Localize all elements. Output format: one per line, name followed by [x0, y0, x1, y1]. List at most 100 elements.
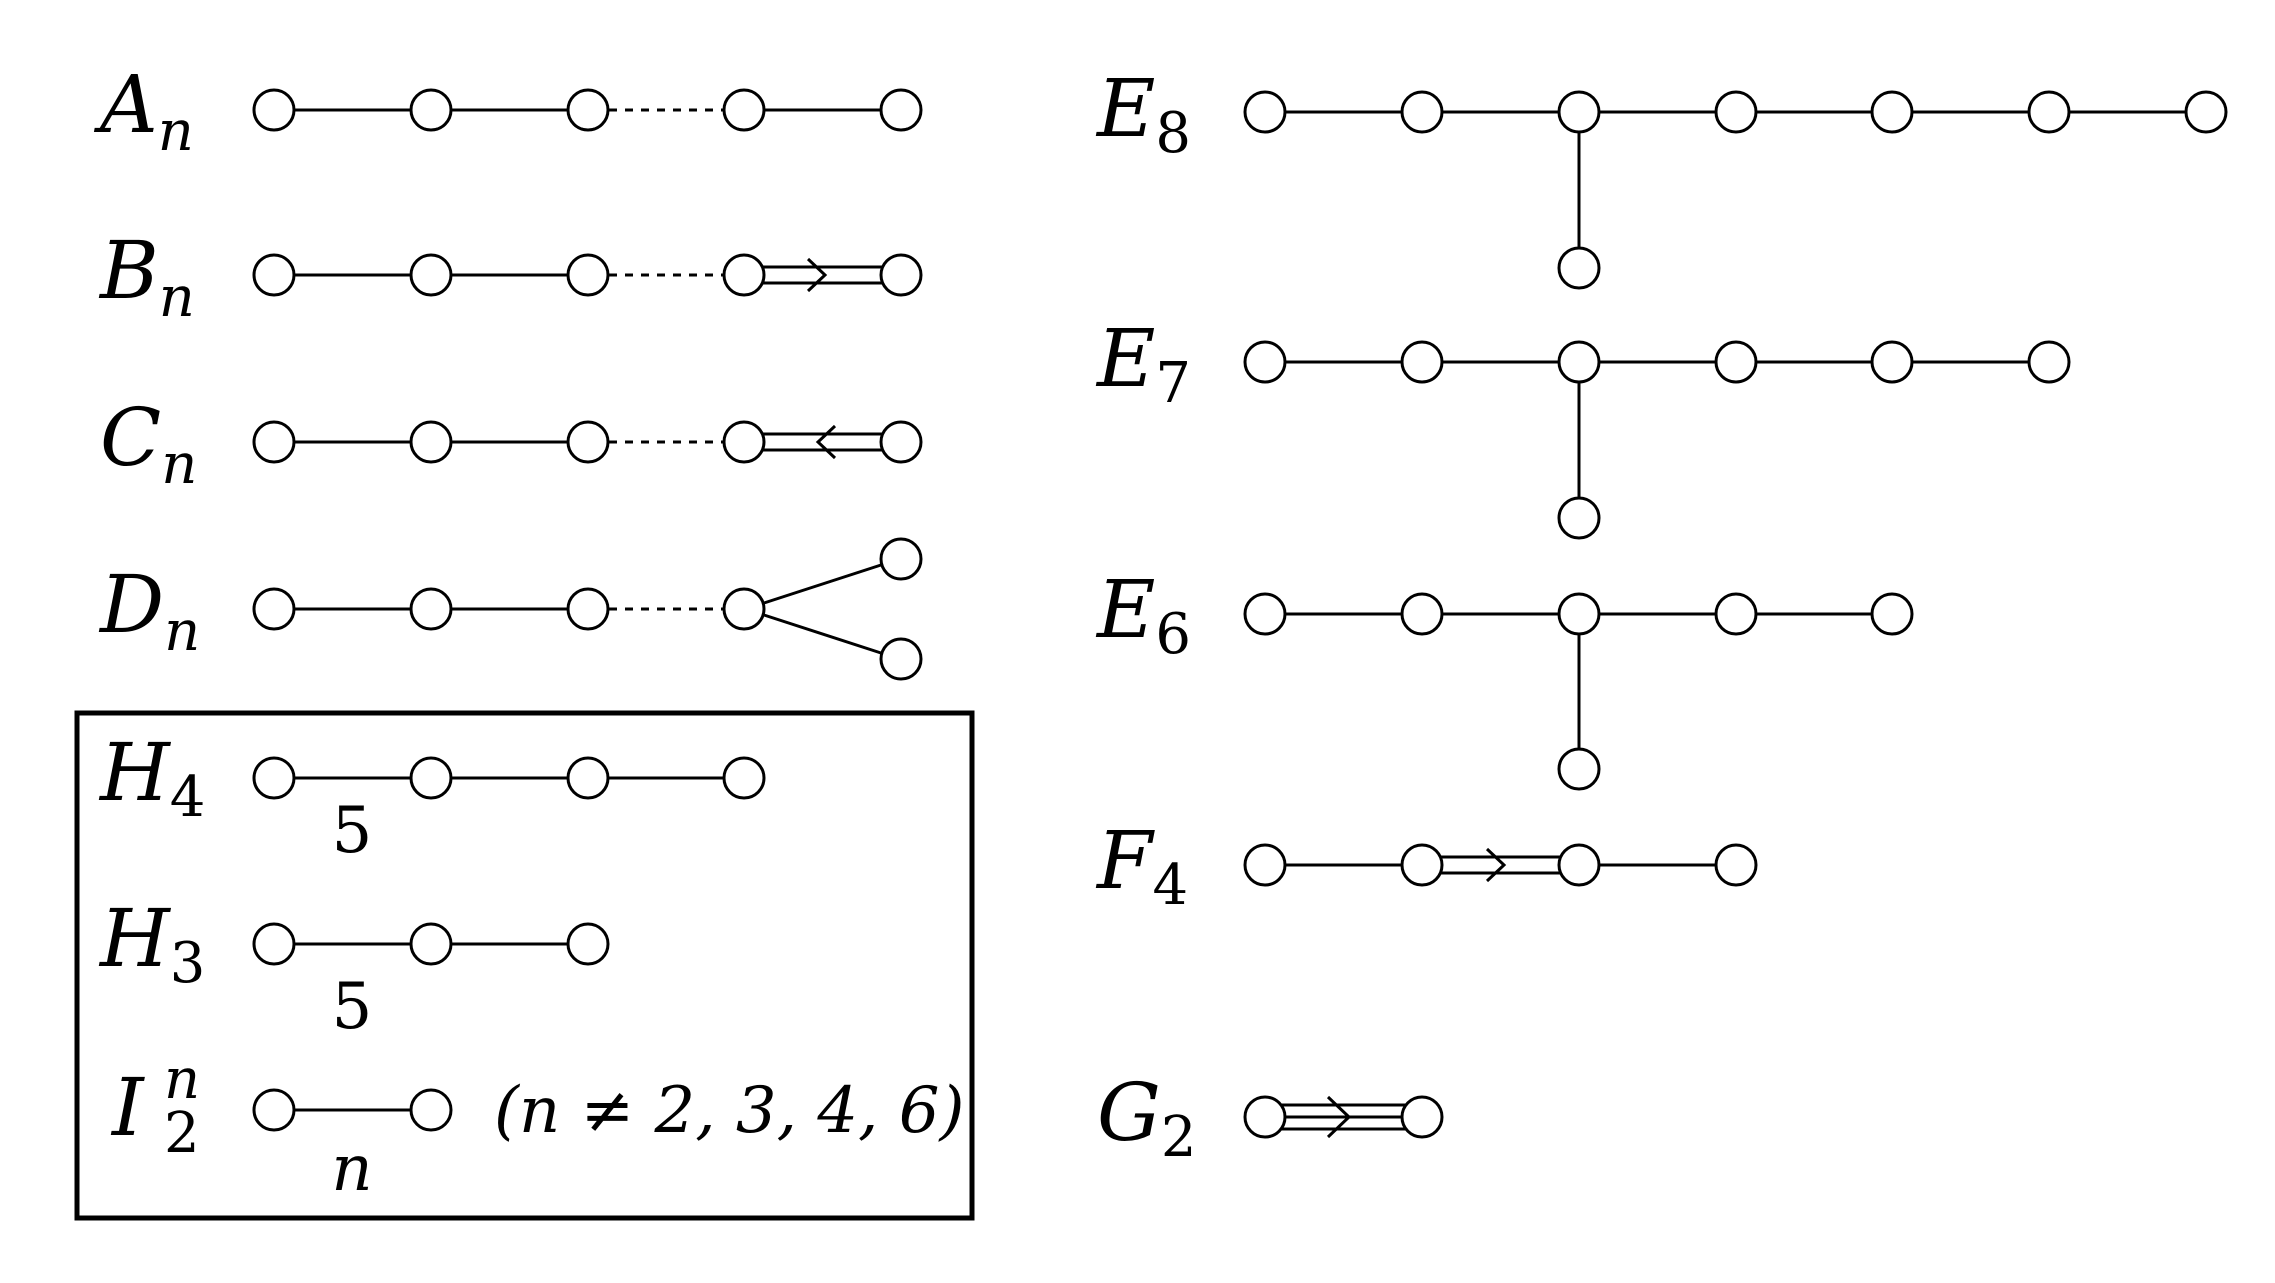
node: [409, 587, 453, 631]
branch-edge: [763, 563, 882, 605]
diagram-b-n: Bn: [98, 224, 923, 330]
node: [1400, 1095, 1444, 1139]
label-i2-sup: n: [164, 1047, 200, 1112]
node: [2027, 90, 2071, 134]
label-e6-sub: 6: [1155, 602, 1191, 667]
arrow-right-icon: [806, 257, 828, 293]
diagram-h-4: H4 5: [98, 726, 766, 868]
diagram-i-2-n: I n 2 n (n ≠ 2, 3, 4, 6): [110, 1047, 964, 1206]
svg-text:F4: F4: [1095, 814, 1188, 918]
node: [252, 88, 296, 132]
node: [2027, 340, 2071, 384]
label-b-sub: n: [159, 265, 195, 330]
node: [1557, 246, 1601, 290]
node: [409, 420, 453, 464]
branch-edge: [763, 613, 882, 655]
node: [1400, 592, 1444, 636]
label-c-letter: C: [100, 391, 161, 484]
arrow-right-icon: [1326, 1095, 1352, 1139]
diagram-e-8: E8: [1095, 62, 2228, 290]
node: [252, 756, 296, 800]
node: [1714, 592, 1758, 636]
node: [879, 537, 923, 581]
node: [1714, 90, 1758, 134]
node: [722, 88, 766, 132]
svg-text:An: An: [93, 58, 194, 164]
node: [1557, 747, 1601, 791]
node: [1557, 592, 1601, 636]
node: [1714, 843, 1758, 887]
node: [252, 253, 296, 297]
node: [2184, 90, 2228, 134]
svg-text:E8: E8: [1095, 62, 1191, 166]
diagram-g-2: G2: [1097, 1066, 1444, 1170]
node: [566, 88, 610, 132]
label-a-letter: A: [93, 58, 158, 151]
label-e7-letter: E: [1095, 312, 1155, 405]
svg-text:E7: E7: [1095, 312, 1191, 416]
node: [1714, 340, 1758, 384]
diagram-e-6: E6: [1095, 563, 1914, 791]
node: [879, 253, 923, 297]
diagram-h-3: H3 5: [98, 892, 610, 1044]
label-h4-sub: 4: [170, 765, 206, 830]
non-crystallographic-box: [74, 710, 975, 1221]
node: [1870, 90, 1914, 134]
node: [1400, 90, 1444, 134]
node: [566, 756, 610, 800]
node: [1243, 843, 1287, 887]
edge-label-i2: n: [331, 1132, 372, 1206]
label-h3-letter: H: [98, 892, 172, 985]
node: [722, 420, 766, 464]
svg-text:G2: G2: [1097, 1066, 1197, 1170]
node: [252, 1088, 296, 1132]
edge-label-h4: 5: [332, 794, 373, 868]
node: [1243, 1095, 1287, 1139]
label-g2-letter: G: [1097, 1066, 1161, 1159]
condition-text: (n ≠ 2, 3, 4, 6): [494, 1074, 964, 1148]
node: [566, 922, 610, 966]
label-h4-letter: H: [98, 726, 172, 819]
node: [1243, 340, 1287, 384]
label-e8-sub: 8: [1155, 101, 1191, 166]
node: [722, 587, 766, 631]
node: [1400, 843, 1444, 887]
node: [1870, 340, 1914, 384]
svg-text:Bn: Bn: [98, 224, 195, 330]
label-g2-sub: 2: [1161, 1105, 1197, 1170]
arrow-right-icon: [1485, 847, 1507, 883]
diagram-c-n: Cn: [100, 391, 923, 497]
node: [252, 587, 296, 631]
label-e6-letter: E: [1095, 563, 1155, 656]
label-h3-sub: 3: [170, 931, 206, 996]
label-e7-sub: 7: [1155, 351, 1191, 416]
node: [409, 88, 453, 132]
node: [1870, 592, 1914, 636]
label-c-sub: n: [161, 432, 197, 497]
label-d-sub: n: [164, 599, 200, 664]
node: [1557, 843, 1601, 887]
node: [1557, 496, 1601, 540]
arrow-left-icon: [815, 424, 837, 460]
node: [1557, 340, 1601, 384]
label-f4-letter: F: [1095, 814, 1155, 907]
svg-text:Dn: Dn: [98, 558, 200, 664]
node: [566, 420, 610, 464]
svg-text:E6: E6: [1095, 563, 1191, 667]
diagram-a-n: An: [93, 58, 923, 164]
node: [566, 587, 610, 631]
svg-text:Cn: Cn: [100, 391, 197, 497]
label-i2-sub: 2: [164, 1101, 200, 1166]
diagram-d-n: Dn: [98, 537, 923, 681]
node: [722, 253, 766, 297]
node: [252, 922, 296, 966]
node: [879, 420, 923, 464]
diagram-f-4: F4: [1095, 814, 1758, 918]
node: [409, 922, 453, 966]
label-f4-sub: 4: [1153, 853, 1189, 918]
label-d-letter: D: [98, 558, 164, 651]
label-i2-letter: I: [110, 1061, 145, 1154]
node: [1557, 90, 1601, 134]
node: [1243, 90, 1287, 134]
